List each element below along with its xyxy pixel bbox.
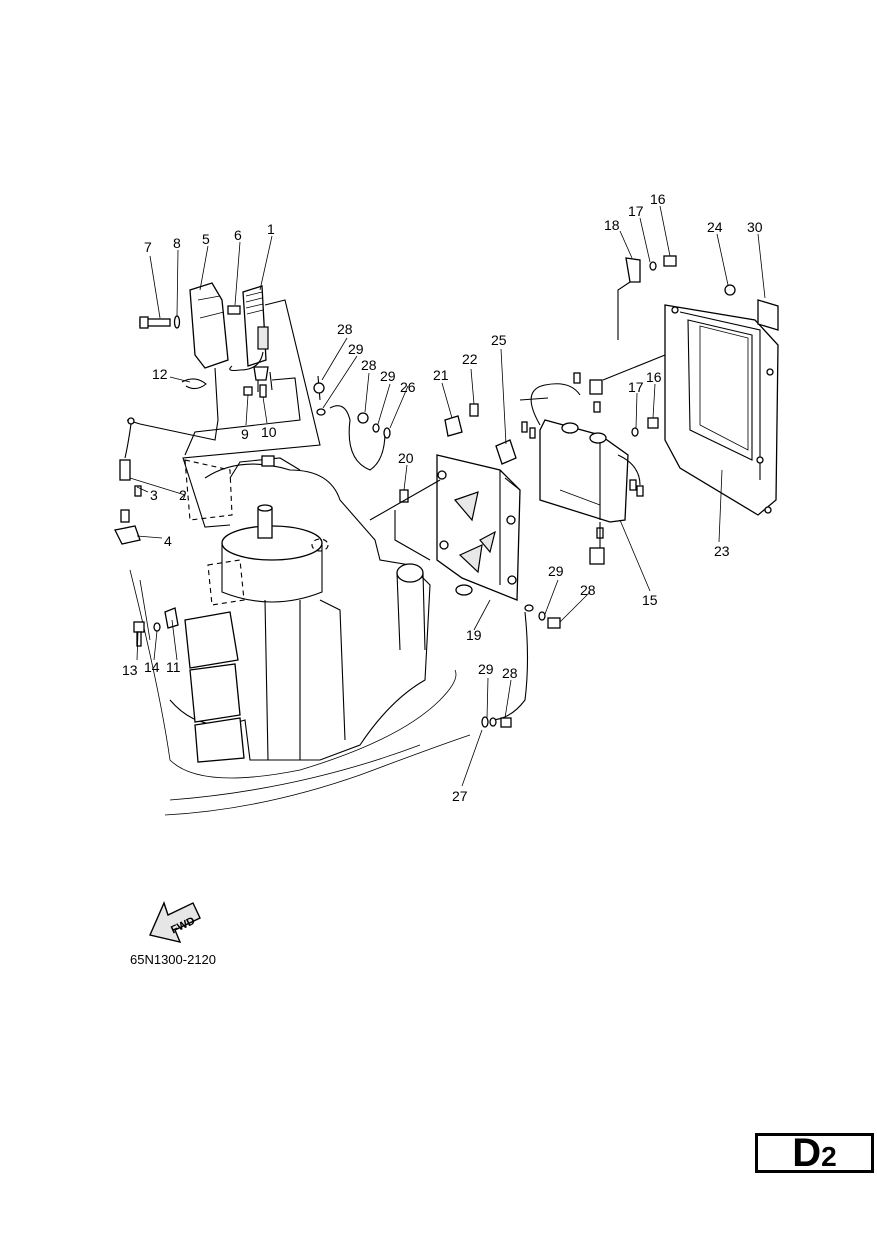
callout-6: 6 [234,227,242,243]
callout-1: 1 [267,221,275,237]
callout-23: 23 [714,543,730,559]
cdi-unit-part-15 [519,372,644,565]
washer-part-29d [489,717,497,727]
callout-17a: 17 [628,203,644,219]
callout-25: 25 [491,332,507,348]
washer-part-17b [631,427,639,437]
label-part-30 [757,299,779,331]
connector-icon [589,379,603,395]
callout-18: 18 [604,217,620,233]
page-letter: D [792,1131,822,1175]
grommet-part-26 [383,427,391,439]
bolt-part-16a [663,255,677,267]
mid-bolts-group [313,375,517,561]
callout-5: 5 [202,231,210,247]
holder-part-4 [114,525,141,545]
callout-29a: 29 [348,341,364,357]
callout-8: 8 [173,235,181,251]
callout-28a: 28 [337,321,353,337]
callout-29d: 29 [478,661,494,677]
washer-part-29c [538,611,546,621]
washer-part-8 [173,315,181,329]
callout-24: 24 [707,219,723,235]
relay-part-25 [495,439,517,465]
bolt-part-28b [357,412,369,424]
callout-10: 10 [261,424,277,440]
callout-leaders [136,205,766,787]
screw-part-22 [469,403,479,417]
callout-28d: 28 [502,665,518,681]
bolt-part-9 [243,386,253,396]
washer-part-14 [153,622,161,632]
callout-9: 9 [241,426,249,442]
callout-29b: 29 [380,368,396,384]
clip-part-12 [181,378,207,390]
clamp-part-11 [164,607,179,629]
fwd-arrow-icon: FWD [149,901,201,943]
page-number: 2 [821,1141,837,1172]
callout-17b: 17 [628,379,644,395]
grommet-part-27 [481,716,489,728]
callout-16b: 16 [646,369,662,385]
callout-13: 13 [122,662,138,678]
callout-22: 22 [462,351,478,367]
washer-part-29b [372,423,380,433]
callout-3: 3 [150,487,158,503]
callout-28b: 28 [361,357,377,373]
callout-20: 20 [398,450,414,466]
bolt-part-7 [139,316,171,329]
bolt-part-28d [500,717,512,728]
callout-12: 12 [152,366,168,382]
callout-11: 11 [166,659,181,675]
callout-numbers: 7 8 5 6 1 12 9 10 3 2 4 13 14 11 28 29 2… [122,191,763,804]
washer-part-29a [316,408,326,416]
callout-4: 4 [164,533,172,549]
callout-14: 14 [144,659,160,675]
clip-part-10 [259,384,267,398]
ignition-coil-group [114,282,321,647]
bolt-part-28a [313,382,325,394]
callout-15: 15 [642,592,658,608]
page-index-badge: D 2 [755,1133,874,1173]
bolt-part-16b [647,417,659,429]
cover-part-23 [664,304,779,516]
callout-28c: 28 [580,582,596,598]
plug-cap-part-2 [119,459,131,481]
engine-block [129,455,471,816]
bolt-part-28c [547,617,561,629]
callout-2: 2 [179,487,187,503]
callout-21: 21 [433,367,449,383]
callout-7: 7 [144,239,152,255]
callout-29c: 29 [548,563,564,579]
callout-27: 27 [452,788,468,804]
bracket-part-5 [189,282,229,369]
callout-30: 30 [747,219,763,235]
callout-19: 19 [466,627,482,643]
grommet-part-21 [444,415,463,437]
bracket-plate-part-19 [369,454,521,601]
diagram-reference-code: 65N1300-2120 [130,952,217,967]
bolt-part-13 [133,621,145,633]
clamp-part-18 [625,257,641,283]
bottom-grommet-group [481,604,561,728]
callout-16a: 16 [650,191,666,207]
washer-part-17a [649,261,657,271]
callout-26: 26 [400,379,416,395]
bolt-part-6 [227,305,241,315]
screw-part-24 [724,284,736,296]
spring-part-3 [134,485,142,497]
